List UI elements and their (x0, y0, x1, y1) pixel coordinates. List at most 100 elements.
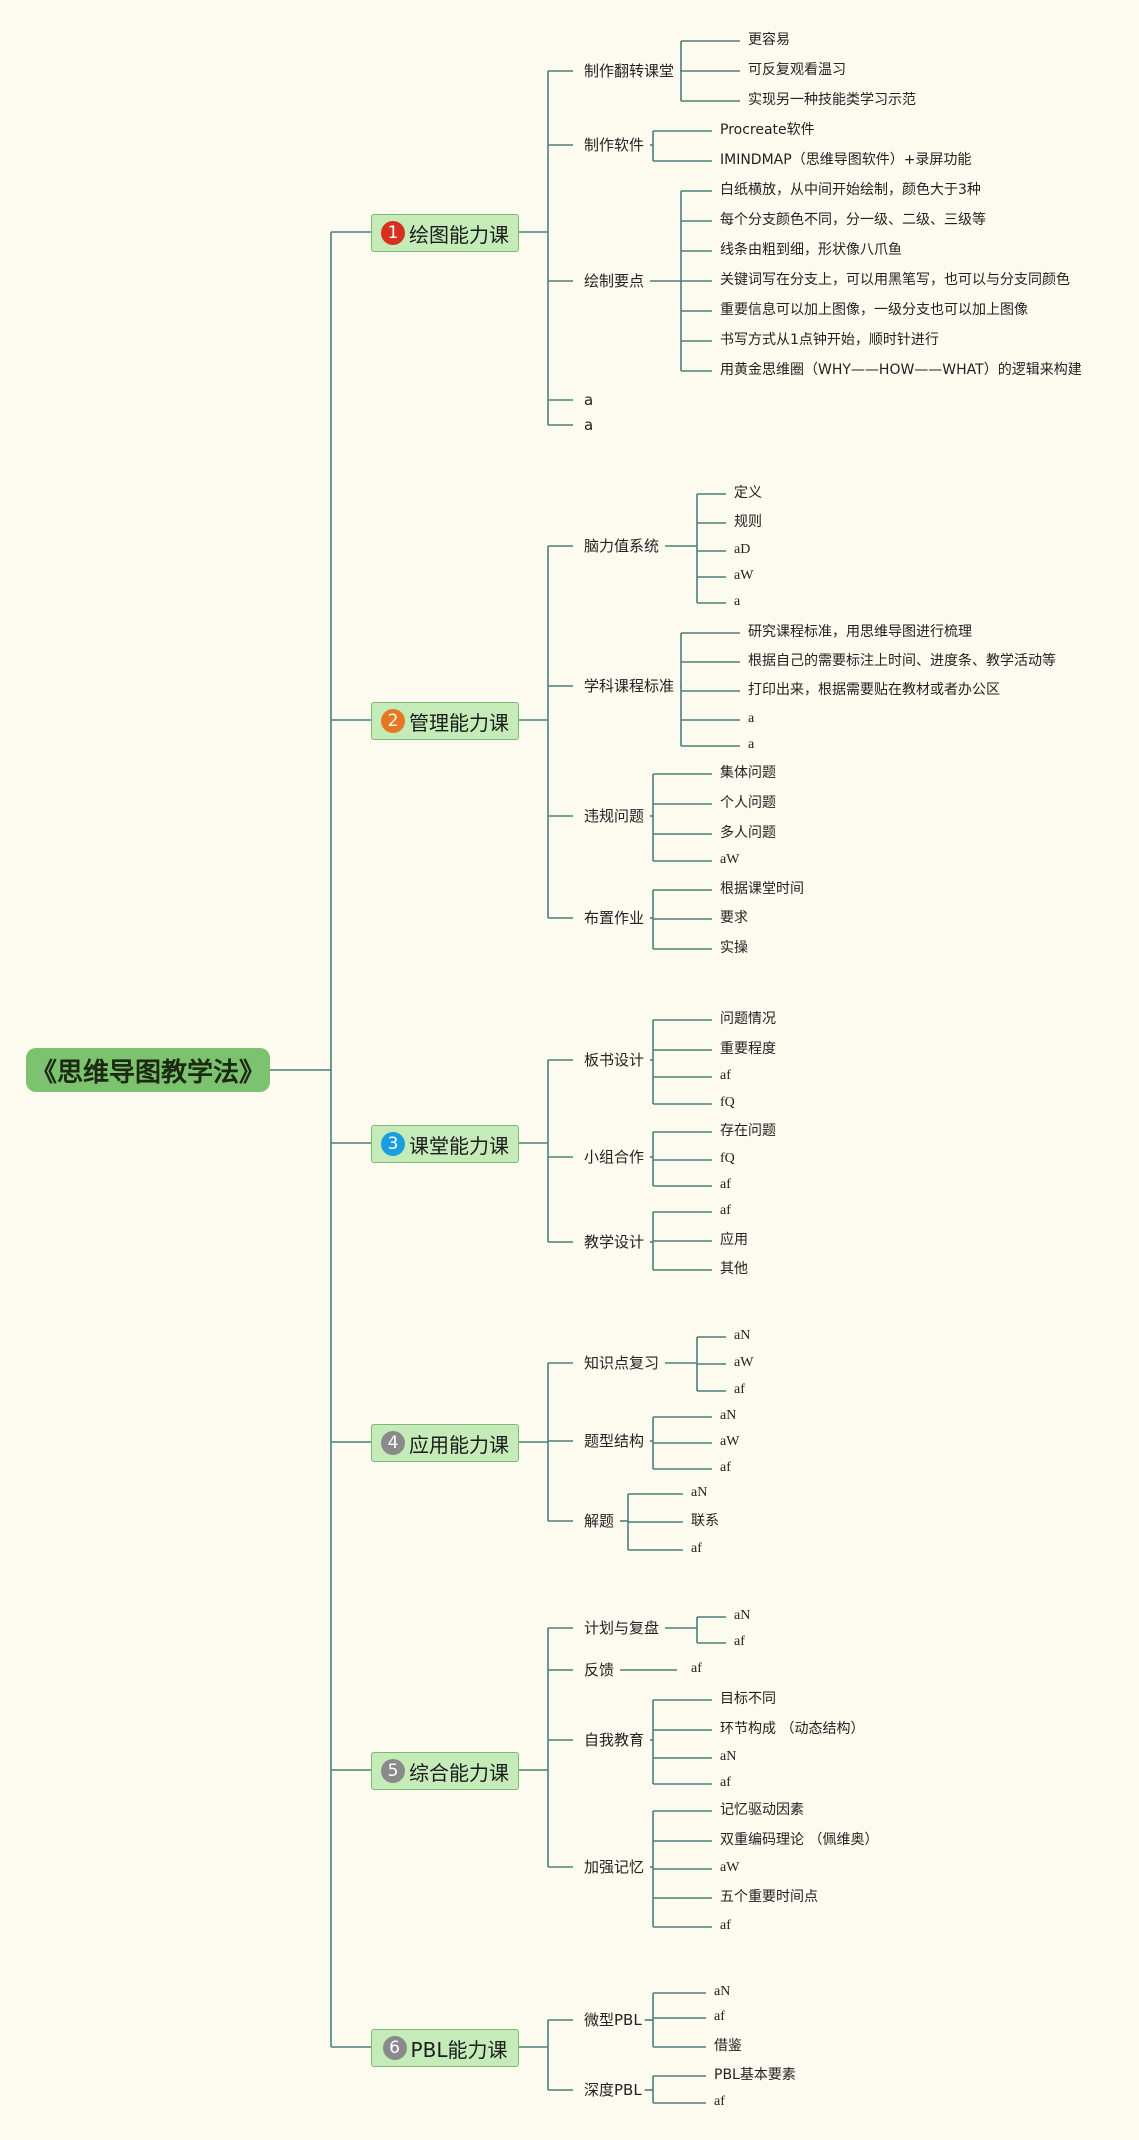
leaf-node[interactable]: 多人问题 (720, 825, 776, 841)
leaf-node[interactable]: af (720, 1177, 731, 1192)
leaf-node[interactable]: Procreate软件 (720, 122, 815, 138)
leaf-node[interactable]: 存在问题 (720, 1123, 776, 1139)
leaf-node[interactable]: aW (720, 852, 740, 867)
leaf-node[interactable]: af (734, 1634, 745, 1649)
sub-node[interactable]: 布置作业 (584, 909, 645, 927)
number-badge-icon: 3 (381, 1132, 405, 1156)
leaf-node[interactable]: af (691, 1661, 702, 1676)
leaf-node[interactable]: 定义 (734, 485, 762, 501)
leaf-node[interactable]: 目标不同 (720, 1691, 776, 1707)
leaf-node[interactable]: aD (734, 542, 751, 557)
number-badge-icon: 4 (381, 1431, 405, 1455)
root-node[interactable]: 《思维导图教学法》 (26, 1048, 270, 1092)
leaf-node[interactable]: af (720, 1203, 731, 1218)
leaf-node[interactable]: aN (734, 1608, 751, 1623)
leaf-node[interactable]: 线条由粗到细，形状像八爪鱼 (720, 242, 902, 258)
leaf-node[interactable]: af (734, 1382, 745, 1397)
leaf-node[interactable]: 双重编码理论 （佩维奥） (720, 1832, 879, 1848)
leaf-node[interactable]: aW (720, 1860, 740, 1875)
number-badge-icon: 6 (382, 2036, 407, 2060)
leaf-node[interactable]: 实现另一种技能类学习示范 (748, 92, 916, 108)
leaf-node[interactable]: 研究课程标准，用思维导图进行梳理 (748, 624, 972, 640)
leaf-node[interactable]: aN (691, 1485, 708, 1500)
leaf-node[interactable]: 实操 (720, 940, 748, 956)
sub-node[interactable]: 板书设计 (584, 1051, 645, 1069)
leaf-node[interactable]: 要求 (720, 910, 748, 926)
leaf-node[interactable]: PBL基本要素 (714, 2067, 796, 2083)
leaf-node[interactable]: 环节构成 （动态结构） (720, 1721, 865, 1737)
number-badge-icon: 1 (381, 221, 405, 245)
sub-node[interactable]: 小组合作 (584, 1148, 645, 1166)
leaf-node[interactable]: aN (714, 1984, 731, 1999)
sub-node[interactable]: 计划与复盘 (584, 1619, 660, 1637)
leaf-node[interactable]: 关键词写在分支上，可以用黑笔写，也可以与分支同颜色 (720, 272, 1070, 288)
leaf-node[interactable]: aN (734, 1328, 751, 1343)
leaf-node[interactable]: 记忆驱动因素 (720, 1802, 804, 1818)
sub-node[interactable]: 教学设计 (584, 1233, 645, 1251)
leaf-node[interactable]: 五个重要时间点 (720, 1889, 818, 1905)
leaf-node[interactable]: 规则 (734, 514, 762, 530)
category-label: 绘图能力课 (409, 222, 509, 247)
leaf-node[interactable]: aN (720, 1749, 737, 1764)
sub-node[interactable]: 学科课程标准 (584, 677, 675, 695)
leaf-node[interactable]: a (734, 594, 741, 609)
leaf-node[interactable]: fQ (720, 1095, 735, 1110)
leaf-node[interactable]: 其他 (720, 1261, 748, 1277)
sub-node[interactable]: 制作软件 (584, 136, 645, 154)
leaf-node[interactable]: aN (720, 1408, 737, 1423)
sub-node[interactable]: 反馈 (584, 1661, 615, 1679)
sub-node[interactable]: 违规问题 (584, 807, 645, 825)
leaf-node[interactable]: 更容易 (748, 32, 790, 48)
leaf-node[interactable]: 应用 (720, 1232, 748, 1248)
sub-node[interactable]: 题型结构 (584, 1432, 645, 1450)
leaf-node[interactable]: af (691, 1541, 702, 1556)
sub-node[interactable]: 深度PBL (584, 2081, 642, 2099)
leaf-node[interactable]: a (748, 711, 755, 726)
leaf-node[interactable]: IMINDMAP（思维导图软件）+录屏功能 (720, 152, 972, 168)
leaf-node[interactable]: 问题情况 (720, 1011, 776, 1027)
sub-node[interactable]: 解题 (584, 1512, 615, 1530)
leaf-node[interactable]: 每个分支颜色不同，分一级、二级、三级等 (720, 212, 986, 228)
leaf-node[interactable]: af (714, 2009, 725, 2024)
leaf-node[interactable]: af (720, 1918, 731, 1933)
leaf-node[interactable]: 重要信息可以加上图像，一级分支也可以加上图像 (720, 302, 1028, 318)
leaf-node[interactable]: aW (734, 1355, 754, 1370)
sub-node[interactable]: 制作翻转课堂 (584, 62, 675, 80)
sub-node[interactable]: a (584, 416, 594, 434)
leaf-node[interactable]: 集体问题 (720, 765, 776, 781)
leaf-node[interactable]: 白纸横放，从中间开始绘制，颜色大于3种 (720, 182, 981, 198)
sub-node[interactable]: 脑力值系统 (584, 537, 660, 555)
sub-node[interactable]: 自我教育 (584, 1731, 645, 1749)
sub-node[interactable]: 绘制要点 (584, 272, 645, 290)
sub-node[interactable]: 知识点复习 (584, 1354, 660, 1372)
sub-node[interactable]: a (584, 391, 594, 409)
leaf-node[interactable]: fQ (720, 1151, 735, 1166)
sub-node[interactable]: 微型PBL (584, 2011, 642, 2029)
leaf-node[interactable]: af (720, 1460, 731, 1475)
leaf-node[interactable]: af (714, 2094, 725, 2109)
leaf-node[interactable]: 个人问题 (720, 795, 776, 811)
category-label: PBL能力课 (410, 2037, 508, 2062)
leaf-node[interactable]: 联系 (691, 1513, 719, 1529)
leaf-node[interactable]: 书写方式从1点钟开始，顺时针进行 (720, 332, 939, 348)
leaf-node[interactable]: 重要程度 (720, 1041, 776, 1057)
leaf-node[interactable]: af (720, 1068, 731, 1083)
leaf-node[interactable]: a (748, 737, 755, 752)
leaf-node[interactable]: 借鉴 (714, 2038, 742, 2054)
sub-node[interactable]: 加强记忆 (584, 1858, 645, 1876)
leaf-node[interactable]: af (720, 1775, 731, 1790)
leaf-node[interactable]: 打印出来，根据需要贴在教材或者办公区 (748, 682, 1000, 698)
leaf-node[interactable]: 可反复观看温习 (748, 62, 846, 78)
category-label: 综合能力课 (409, 1760, 509, 1785)
leaf-node[interactable]: 根据课堂时间 (720, 881, 804, 897)
leaf-node[interactable]: 根据自己的需要标注上时间、进度条、教学活动等 (748, 653, 1056, 669)
leaf-node[interactable]: aW (734, 568, 754, 583)
leaf-node[interactable]: aW (720, 1434, 740, 1449)
leaf-node[interactable]: 用黄金思维圈（WHY——HOW——WHAT）的逻辑来构建 (720, 362, 1082, 378)
